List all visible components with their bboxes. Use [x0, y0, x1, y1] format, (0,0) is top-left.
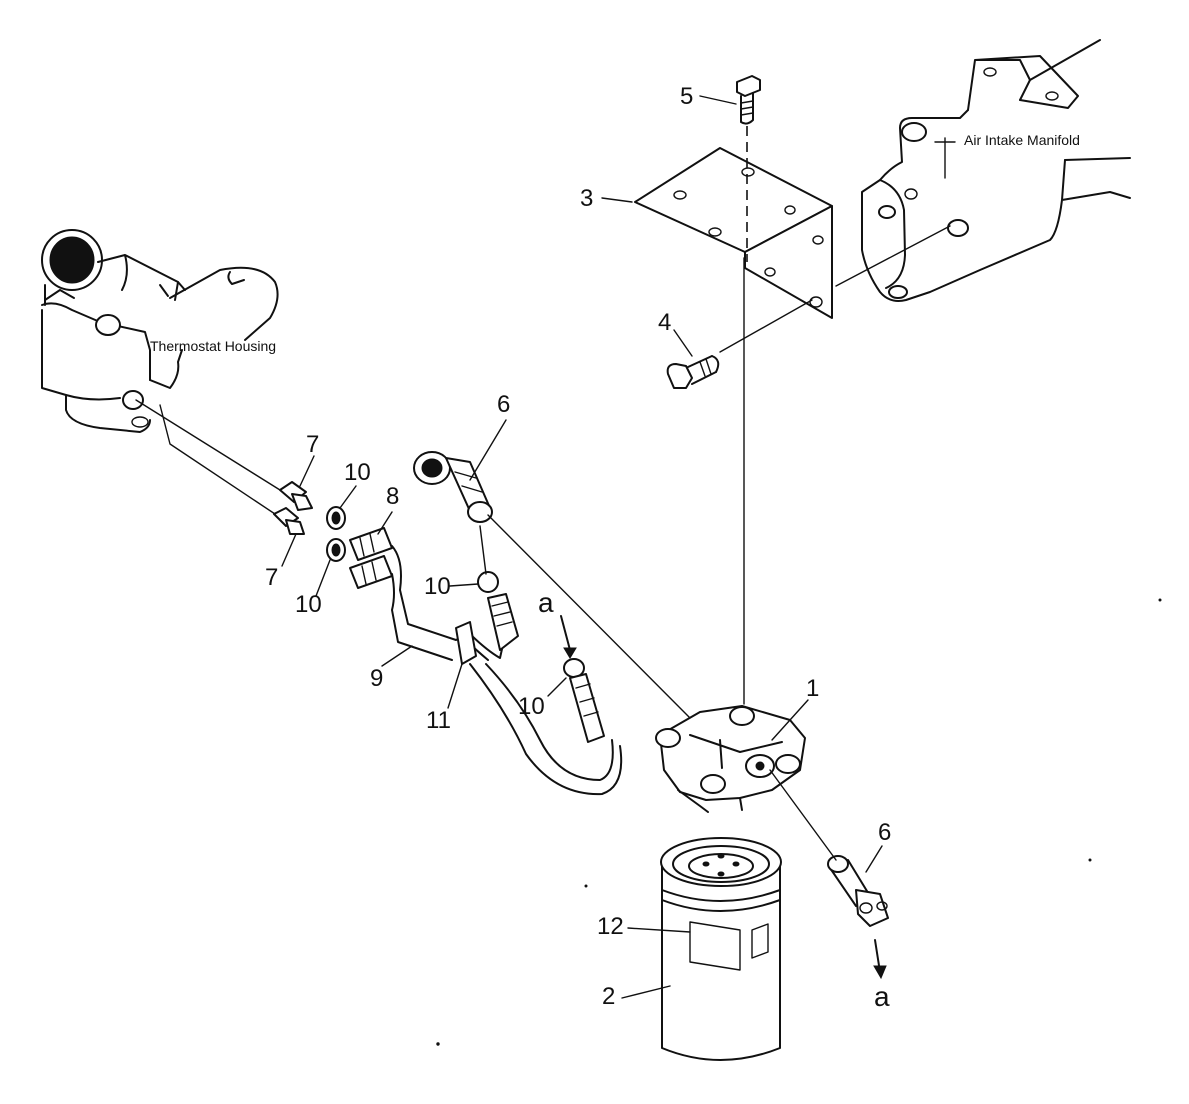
bracket-clip-11 [455, 621, 477, 665]
hose-8 [349, 527, 393, 589]
thermostat-housing-label: Thermostat Housing [150, 338, 276, 354]
connection-mark-a-top: a [538, 587, 554, 618]
filter-head [655, 705, 806, 813]
callout-2: 2 [602, 983, 615, 1010]
callout-6-bottom: 6 [878, 819, 891, 846]
mounting-bracket [634, 147, 833, 319]
callout-6-top: 6 [497, 391, 510, 418]
callout-12: 12 [597, 913, 624, 940]
air-intake-manifold: Air Intake Manifold [861, 39, 1131, 302]
filter-canister [660, 837, 782, 1061]
callout-8: 8 [386, 483, 399, 510]
assembly-lines [135, 126, 951, 861]
scan-specks [436, 598, 1162, 1046]
callout-3: 3 [580, 185, 593, 212]
callout-4: 4 [658, 309, 671, 336]
connection-mark-a-bottom: a [874, 981, 890, 1012]
callout-10-a: 10 [344, 459, 371, 486]
bolt-4 [666, 355, 720, 389]
air-intake-manifold-label: Air Intake Manifold [964, 132, 1080, 148]
clamp-10-mid [477, 571, 499, 593]
clamp-10-upper [326, 506, 346, 530]
leader-lines [281, 95, 887, 999]
callout-7-bottom: 7 [265, 564, 278, 591]
callout-1: 1 [806, 675, 819, 702]
callout-10-d: 10 [518, 693, 545, 720]
fitting-6-top [413, 451, 493, 523]
callout-9: 9 [370, 665, 383, 692]
callout-10-c: 10 [424, 573, 451, 600]
nipple-7-top [279, 481, 313, 511]
callout-11: 11 [426, 707, 451, 734]
clamp-10-lower [326, 538, 346, 562]
hose-loop [469, 663, 623, 796]
part-callouts: 5 3 4 6 7 10 8 7 10 10 9 11 10 1 6 12 2 … [265, 83, 891, 1012]
callout-10-b: 10 [295, 591, 322, 618]
bolt-5 [736, 75, 761, 125]
callout-7-top: 7 [306, 431, 319, 458]
hose-connector [487, 593, 605, 743]
thermostat-housing: Thermostat Housing [41, 229, 279, 433]
nipple-7-bottom [273, 507, 305, 535]
tube-9 [391, 545, 505, 661]
callout-5: 5 [680, 83, 693, 110]
fitting-6-bottom [827, 855, 889, 927]
